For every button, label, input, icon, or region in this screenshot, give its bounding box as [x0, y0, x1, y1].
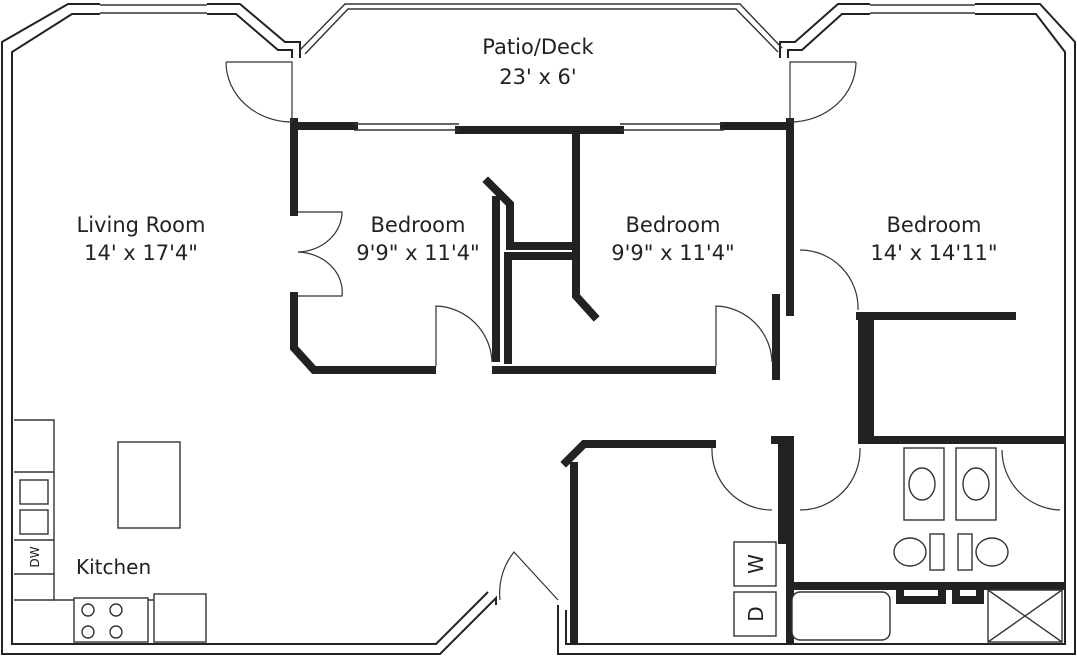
kitchen-fixtures: [14, 419, 207, 643]
bedroom2-size: 9'9" x 11'4": [611, 241, 734, 265]
bathtub: [791, 591, 891, 641]
burner: [81, 603, 95, 617]
washer: [733, 541, 777, 587]
bedroom1-name: Bedroom: [371, 213, 466, 237]
patio-size: 23' x 6': [499, 65, 576, 89]
refrigerator: [153, 593, 207, 643]
living-size: 14' x 17'4": [84, 241, 198, 265]
bedroom2-name: Bedroom: [626, 213, 721, 237]
kitchen-name: Kitchen: [76, 555, 151, 579]
laundry-fixtures: [733, 541, 777, 637]
kitchen-island: [117, 441, 181, 529]
bedroom3-size: 14' x 14'11": [870, 241, 997, 265]
dishwasher-label: DW: [28, 546, 42, 567]
bedroom3-name: Bedroom: [887, 213, 982, 237]
patio-name: Patio/Deck: [482, 35, 594, 59]
dryer-label: D: [744, 606, 768, 621]
bedroom1-size: 9'9" x 11'4": [356, 241, 479, 265]
dryer: [733, 591, 777, 637]
burner: [109, 603, 123, 617]
door-swings: [225, 61, 1061, 601]
burner: [109, 625, 123, 639]
burner: [81, 625, 95, 639]
living-name: Living Room: [77, 213, 206, 237]
interior-walls: [290, 118, 1066, 644]
washer-label: W: [744, 554, 768, 574]
exterior-walls: [1, 3, 1076, 655]
bath-fixtures: [791, 447, 1063, 643]
room-labels: Patio/Deck 23' x 6' Living Room 14' x 17…: [28, 35, 998, 622]
